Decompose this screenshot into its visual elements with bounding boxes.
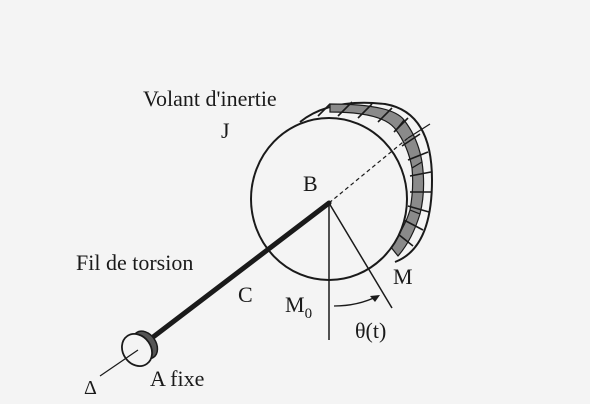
label-inertia-j: J xyxy=(221,118,230,143)
label-point-b: B xyxy=(303,171,318,196)
label-point-c: C xyxy=(238,282,253,307)
label-flywheel: Volant d'inertie xyxy=(143,86,277,111)
label-point-m: M xyxy=(393,264,413,289)
axis-line-dashed xyxy=(328,137,409,204)
label-m0-sub: 0 xyxy=(305,306,313,322)
label-m0-main: M xyxy=(285,292,305,317)
rotated-line-m xyxy=(328,202,393,309)
axis-line-upper xyxy=(407,123,431,139)
label-angle-theta: θ(t) xyxy=(355,318,386,343)
label-point-m0: M0 xyxy=(285,292,312,322)
axis-line-lower xyxy=(99,349,139,377)
label-axis-delta: Δ xyxy=(84,377,97,399)
arrowhead xyxy=(370,295,380,302)
label-fixed-end: A fixe xyxy=(150,366,204,391)
label-wire: Fil de torsion xyxy=(76,250,193,275)
torsion-wire xyxy=(137,200,332,350)
